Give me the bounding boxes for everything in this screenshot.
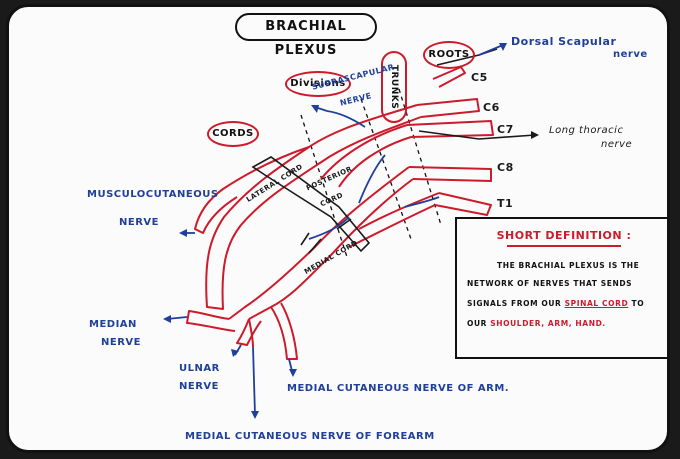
definition-line-1: THE BRACHIAL PLEXUS IS THE: [497, 261, 640, 270]
divisions-text: Divisions: [290, 78, 346, 89]
medial-cutaneous-forearm-arrow: [252, 346, 256, 416]
musculocutaneous-arrowhead: [179, 229, 187, 237]
root-label-c5: C5: [471, 71, 488, 84]
dorsal-scapular-arrowhead: [499, 43, 507, 51]
lower-trunk-nerve: [348, 192, 440, 248]
root-label-c6: C6: [483, 101, 500, 114]
divider-trunks-divisions: [360, 98, 412, 240]
label-trunks: TRUNKS: [381, 51, 407, 123]
musculocutaneous-label: MUSCULOCUTANEOUS: [87, 189, 219, 200]
suprascapular-blue-branch: [326, 110, 366, 128]
label-roots: ROOTS: [423, 41, 475, 69]
page-title: BRACHIAL PLEXUS: [235, 13, 377, 58]
musculocutaneous-branch-nerve: [194, 146, 310, 234]
root-label-c7: C7: [497, 123, 514, 136]
ulnar-arrowhead: [231, 349, 239, 357]
lateral-cord-nerve: [205, 104, 422, 310]
trunk-blue-branch: [358, 154, 386, 204]
label-cords: CORDS: [207, 121, 259, 147]
root-t1-nerve: [434, 192, 492, 216]
posterior-blue-branch: [308, 216, 350, 240]
definition-spinal-cord: SPINAL CORD: [564, 299, 629, 308]
posterior-cord-nerve: [251, 156, 371, 253]
median-label: MEDIAN: [89, 319, 137, 330]
medial-cutaneous-arm-nerve: [270, 302, 298, 360]
definition-shoulder-arm-hand: SHOULDER, ARM, HAND.: [490, 319, 606, 328]
definition-line-3: SIGNALS FROM OUR SPINAL CORD TO: [467, 299, 663, 308]
medial-cutaneous-arm-arrowhead: [289, 369, 297, 377]
medial-cutaneous-forearm-label: MEDIAL CUTANEOUS NERVE OF FOREARM: [185, 431, 435, 442]
definition-line-4-pre: OUR: [467, 319, 491, 328]
long-thoracic-label: Long thoracic: [549, 125, 624, 136]
lower-blue-branch: [404, 196, 440, 208]
root-c5-nerve: [432, 66, 466, 88]
root-c8-nerve: [408, 166, 492, 182]
posterior-cord-branches: [300, 218, 352, 254]
median-arrowhead: [163, 315, 171, 323]
root-label-c8: C8: [497, 161, 514, 174]
suprascapular-arrowhead: [311, 105, 319, 113]
definition-line-3-post: TO: [628, 299, 645, 308]
definition-line-3-pre: SIGNALS FROM OUR: [467, 299, 565, 308]
long-thoracic-pointer: [418, 130, 536, 140]
definition-underline: [507, 245, 621, 247]
median-nerve: [186, 310, 236, 332]
dorsal-scapular-label: Dorsal Scapular: [511, 35, 617, 48]
median-label-2: NERVE: [101, 337, 141, 348]
middle-trunk-nerve: [320, 124, 412, 188]
musculocutaneous-label-2: NERVE: [119, 217, 159, 228]
ulnar-label: ULNAR: [179, 363, 220, 374]
long-thoracic-label-2: nerve: [601, 139, 633, 150]
dorsal-scapular-arrow: [478, 44, 504, 56]
definition-box: SHORT DEFINITION : THE BRACHIAL PLEXUS I…: [455, 217, 667, 359]
medial-cutaneous-forearm-arrowhead: [251, 411, 259, 419]
definition-line-4: OUR SHOULDER, ARM, HAND.: [467, 319, 663, 328]
whiteboard: BRACHIAL PLEXUS Divisions CORDS ROOTS TR…: [6, 4, 670, 453]
ulnar-label-2: NERVE: [179, 381, 219, 392]
medial-cutaneous-forearm-nerve: [248, 318, 254, 348]
definition-line-2: NETWORK OF NERVES THAT SENDS: [467, 279, 633, 288]
label-divisions: Divisions: [285, 71, 351, 97]
long-thoracic-arrowhead: [531, 131, 539, 139]
root-label-t1: T1: [497, 197, 514, 210]
medial-cutaneous-arm-label: MEDIAL CUTANEOUS NERVE OF ARM.: [287, 383, 510, 394]
ulnar-nerve: [236, 318, 262, 346]
cords-text: CORDS: [212, 128, 254, 139]
roots-text: ROOTS: [428, 49, 470, 60]
root-c6-nerve: [416, 98, 480, 118]
divider-divisions-cords: [300, 114, 348, 258]
definition-heading: SHORT DEFINITION :: [496, 229, 632, 242]
dorsal-scapular-label-2: nerve: [613, 49, 648, 60]
